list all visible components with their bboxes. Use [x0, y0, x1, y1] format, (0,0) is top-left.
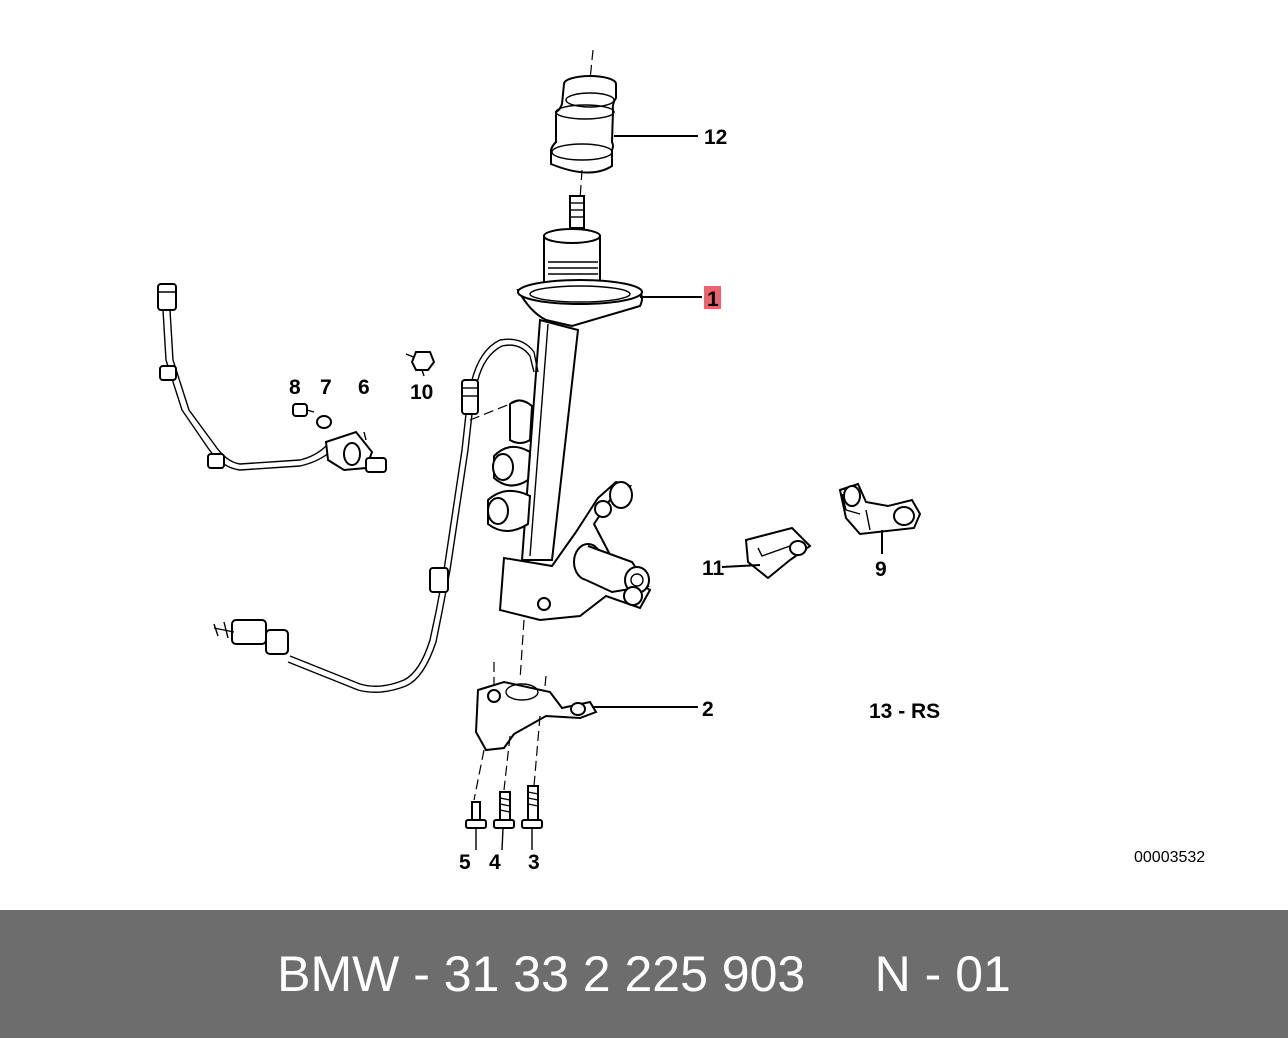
part-9-clip-drawing — [838, 482, 922, 536]
callout-10: 10 — [410, 381, 433, 404]
part-11-bracket-drawing — [744, 526, 812, 580]
part-5-bolt-drawing — [465, 801, 487, 850]
callout-3: 3 — [528, 851, 540, 874]
exploded-parts-diagram: 12 1 8 7 6 10 11 9 2 13 - RS 5 4 3 00003… — [157, 49, 1205, 874]
callout-12: 12 — [704, 126, 727, 149]
callout-11: 11 — [702, 557, 725, 580]
callout-2: 2 — [702, 698, 714, 721]
part-4-bolt-drawing — [493, 791, 515, 851]
part-number-footer: BMW - 31 33 2 225 903 N - 01 — [0, 910, 1288, 1038]
part-number-text: BMW - 31 33 2 225 903 N - 01 — [277, 946, 1011, 1002]
callout-13-rs: 13 - RS — [869, 700, 940, 723]
sensor-cable-center-drawing — [213, 338, 539, 693]
leader-11 — [721, 564, 761, 568]
part-1-strut-drawing — [487, 169, 652, 681]
callout-8: 8 — [289, 376, 301, 399]
part-7-washer-drawing — [316, 415, 332, 429]
part-2-bracket-drawing — [474, 662, 598, 752]
callout-9: 9 — [875, 558, 887, 581]
callout-1-highlight — [704, 286, 721, 309]
callout-4: 4 — [489, 851, 501, 874]
callout-5: 5 — [459, 851, 471, 874]
part-6-sensor-drawing — [157, 283, 387, 473]
callout-1: 1 — [707, 288, 719, 311]
bolt-dashlines — [473, 715, 541, 801]
part-8-bolt-drawing — [292, 403, 315, 417]
callout-7: 7 — [320, 376, 332, 399]
part-10-nut-drawing — [405, 351, 436, 377]
part-12-boot-drawing — [550, 49, 617, 174]
part-3-bolt-drawing — [521, 785, 543, 850]
drawing-number: 00003532 — [1134, 849, 1205, 866]
callout-6: 6 — [358, 376, 370, 399]
